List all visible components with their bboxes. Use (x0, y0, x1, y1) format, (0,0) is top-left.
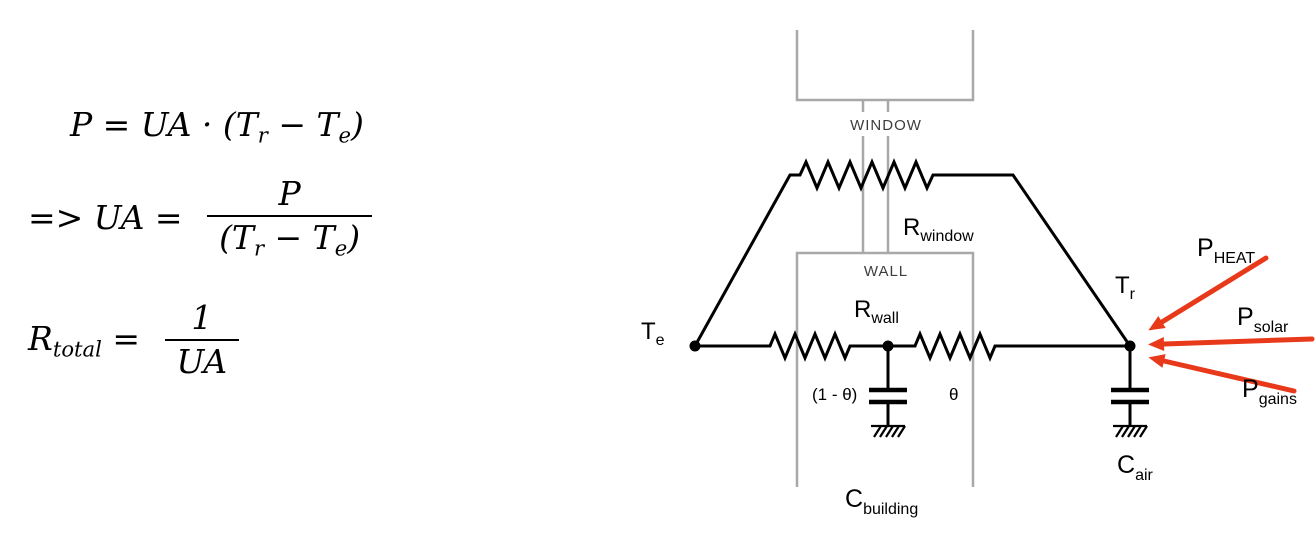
eq3-numerator: 1 (191, 298, 213, 337)
node-wall-mid (882, 340, 894, 352)
eq3-lhs-base: R (28, 319, 53, 359)
theta-fraction-right-label: θ (949, 385, 958, 404)
eq2-den-subscript-e: e (334, 235, 348, 261)
eq2-den-subscript-r: r (253, 235, 265, 261)
wall-frame-outline (795, 251, 975, 487)
t-e-subscript: e (656, 332, 665, 349)
eq1-text: P = UA · (T (69, 105, 258, 144)
eq3-denominator: UA (164, 339, 240, 380)
c-air-subscript: air (1135, 467, 1153, 484)
window-label-backdrop (840, 112, 932, 136)
theta-fraction-left-label: (1 - θ) (812, 385, 857, 404)
eq1-subscript-e: e (338, 122, 352, 148)
eq2-den-text-mid: − T (264, 218, 335, 258)
eq1-subscript-r: r (257, 122, 268, 148)
eq1-text-end: ) (351, 105, 364, 144)
t-r-label: Tr (1115, 272, 1136, 303)
equation-ua: => UA = P (Tr − Te) (28, 174, 373, 261)
node-tr (1124, 340, 1136, 352)
r-window-subscript: window (919, 228, 974, 245)
window-branch-wire-resistor (693, 158, 1132, 347)
eq2-den-text-end: ) (347, 218, 361, 258)
c-building-base: C (845, 485, 863, 513)
arrow-p-gains (1148, 354, 1297, 394)
window-frame-outline (795, 30, 975, 102)
p-heat-base: P (1197, 234, 1214, 262)
wall-label: WALL (864, 263, 908, 280)
ground-building (871, 424, 906, 438)
r-wall-label: Rwall (854, 296, 899, 327)
r-window-base: R (903, 214, 920, 241)
t-r-base: T (1115, 272, 1130, 299)
p-gains-label: Pgains (1242, 375, 1297, 408)
window-label: WINDOW (850, 117, 922, 134)
ground-air (1113, 424, 1148, 438)
arrow-p-solar (1148, 336, 1315, 351)
node-te (689, 340, 701, 352)
p-solar-label: Psolar (1237, 303, 1289, 336)
eq2-fraction: P (Tr − Te) (207, 174, 373, 261)
p-solar-base: P (1237, 303, 1254, 331)
eq3-fraction: 1 UA (164, 298, 240, 381)
equation-power: P = UA · (Tr − Te) (28, 66, 364, 186)
equation-rtotal: Rtotal = 1 UA (28, 298, 240, 381)
arrow-p-heat (1148, 255, 1269, 331)
eq2-denominator: (Tr − Te) (207, 215, 373, 261)
p-gains-base: P (1242, 375, 1259, 403)
t-r-subscript: r (1130, 286, 1136, 303)
t-e-label: Te (641, 318, 665, 349)
eq2-numerator: P (278, 174, 301, 213)
eq2-den-text: (T (219, 218, 254, 258)
eq3-lhs-subscript: total (52, 336, 102, 362)
wall-branch-wire-resistors (695, 330, 1130, 362)
p-gains-subscript: gains (1259, 391, 1297, 408)
t-e-base: T (641, 318, 656, 345)
eq2-prefix: => UA = (28, 198, 194, 238)
eq3-lhs: Rtotal = (28, 319, 151, 361)
c-building-subscript: building (863, 501, 918, 518)
p-solar-subscript: solar (1254, 319, 1289, 336)
r-window-label: Rwindow (903, 214, 974, 245)
r-wall-base: R (854, 296, 871, 323)
c-building-label: Cbuilding (845, 485, 918, 518)
p-heat-label: PHEAT (1197, 234, 1255, 267)
eq1-text-mid: − T (267, 105, 339, 144)
p-heat-subscript: HEAT (1214, 250, 1256, 267)
c-air-label: Cair (1117, 451, 1154, 484)
r-wall-subscript: wall (870, 310, 899, 327)
eq3-equals: = (101, 319, 151, 359)
c-air-base: C (1117, 451, 1135, 479)
